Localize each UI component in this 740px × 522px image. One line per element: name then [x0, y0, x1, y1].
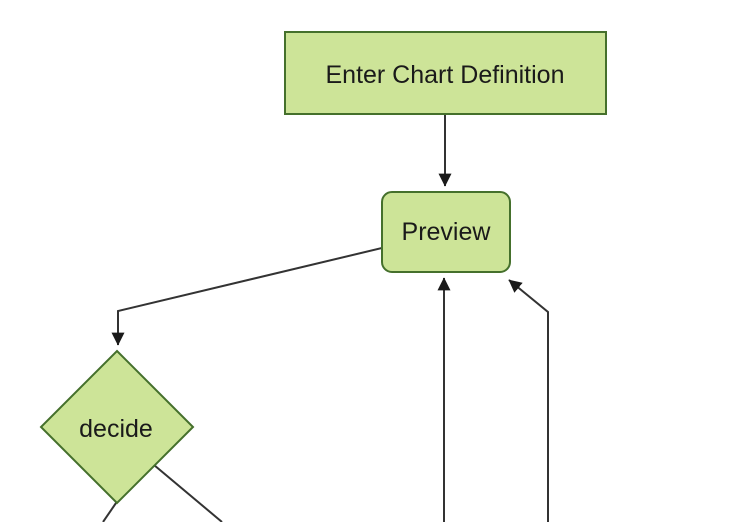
node-enter-chart-definition: Enter Chart Definition	[284, 31, 607, 115]
node-preview-shape	[381, 191, 511, 273]
edge-bottom-right-to-preview	[508, 279, 549, 522]
edge-layer	[102, 114, 549, 522]
edge-preview-to-decide	[111, 247, 383, 346]
node-decide-label: decide	[79, 415, 153, 443]
node-decide-shape	[39, 349, 195, 505]
node-decide: decide	[39, 349, 195, 505]
edge-decide-to-offscreen-mid	[153, 464, 223, 522]
node-enter-chart-definition-shape	[284, 31, 607, 115]
node-preview: Preview	[381, 191, 511, 273]
node-preview-label: Preview	[402, 218, 492, 246]
edge-decide-to-offscreen-left	[102, 502, 117, 522]
node-enter-chart-definition-label: Enter Chart Definition	[325, 61, 564, 89]
